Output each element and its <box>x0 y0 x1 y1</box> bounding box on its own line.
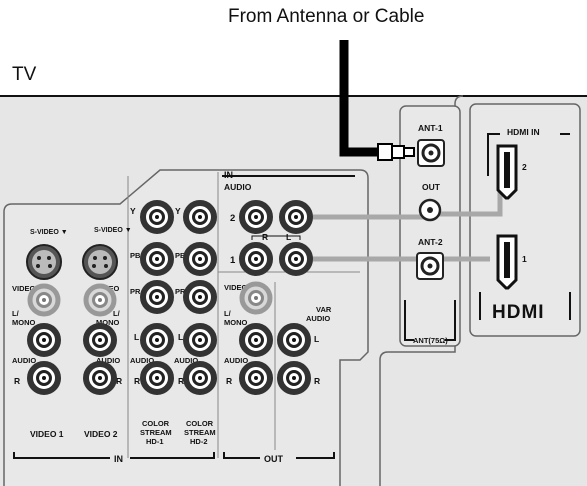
hdmi-logo: HDMI <box>492 302 545 323</box>
hd2-r-rca[interactable] <box>183 361 217 395</box>
out-video-rca[interactable] <box>239 281 273 315</box>
ant-footer-label: ANT(75Ω) <box>413 336 448 345</box>
hd1-r-rca[interactable] <box>140 361 174 395</box>
hd2-pb-rca[interactable] <box>183 242 217 276</box>
ant1-jack[interactable] <box>417 139 445 167</box>
hdmi-logo-bracket <box>479 292 571 320</box>
comp-r-right: R <box>178 376 184 386</box>
in-audio-2l-rca[interactable] <box>279 200 313 234</box>
hd1-y-rca[interactable] <box>140 200 174 234</box>
in-audio-r: R <box>262 232 268 242</box>
audio-label-right: AUDIO <box>96 356 120 365</box>
comp-l-left: L <box>134 332 139 342</box>
in-bottom-bracket <box>13 452 215 459</box>
hdmi-bracket <box>487 133 570 176</box>
comp-pr-right: PR <box>175 287 186 296</box>
hd1-pb-rca[interactable] <box>140 242 174 276</box>
svideo1-jack[interactable] <box>26 244 62 280</box>
hdmi-port-1-label: 1 <box>522 254 527 264</box>
hdmi-port-2-label: 2 <box>522 162 527 172</box>
in-audio-rl-bracket <box>251 235 301 240</box>
in-audio-1r-rca[interactable] <box>239 242 273 276</box>
svideo2-jack[interactable] <box>82 244 118 280</box>
video1-label: VIDEO 1 <box>30 429 64 439</box>
out-audio-label: AUDIO <box>224 356 248 365</box>
hd1-l-rca[interactable] <box>140 323 174 357</box>
var-l-rca[interactable] <box>277 323 311 357</box>
hdmi-port-2[interactable] <box>496 144 518 200</box>
out-video-label: VIDEO <box>224 283 248 292</box>
comp-audio-right: AUDIO <box>174 356 198 365</box>
comp-l-right: L <box>178 332 183 342</box>
out-l-rca[interactable] <box>239 323 273 357</box>
cable-connector-nut <box>391 145 405 159</box>
in-audio-row-2-label: 2 <box>230 213 235 224</box>
in-audio-1l-rca[interactable] <box>279 242 313 276</box>
back-panel-edge <box>379 95 464 486</box>
hd1-pr-rca[interactable] <box>140 280 174 314</box>
cable-connector-tip <box>403 147 415 157</box>
video2-label: VIDEO 2 <box>84 429 118 439</box>
in-audio-title: IN <box>224 170 233 180</box>
audio-r1-rca[interactable] <box>27 361 61 395</box>
lmono-label-left: L/MONO <box>12 309 35 327</box>
ant2-jack[interactable] <box>416 252 444 280</box>
svideo2-label: S-VIDEO ▼ <box>94 227 132 234</box>
var-l-label: L <box>314 334 319 344</box>
comp-pb-right: PB <box>175 251 186 260</box>
in-bottom-label: IN <box>114 454 123 464</box>
r-label-left: R <box>14 376 20 386</box>
lmono-label-right: L/MONO <box>96 309 121 327</box>
antenna-panel <box>399 105 461 347</box>
in-audio-l: L <box>286 232 291 242</box>
in-audio-row-1-label: 1 <box>230 255 236 266</box>
ant-out-jack[interactable] <box>418 198 442 222</box>
hdmi-title: HDMI IN <box>507 127 540 137</box>
var-r-rca[interactable] <box>277 361 311 395</box>
ant1-label: ANT-1 <box>418 123 443 133</box>
diagram-caption-tv: TV <box>12 64 37 85</box>
hdmi-port-1[interactable] <box>496 234 518 290</box>
diagram-caption-antenna: From Antenna or Cable <box>228 6 425 27</box>
lmono2-rca[interactable] <box>83 323 117 357</box>
in-audio-2r-rca[interactable] <box>239 200 273 234</box>
video-label-left: VIDEO <box>12 284 36 293</box>
video2-rca[interactable] <box>83 283 117 317</box>
var-r-label: R <box>314 376 320 386</box>
ant-out-label: OUT <box>422 182 441 192</box>
ant2-label: ANT-2 <box>418 237 443 247</box>
out-bottom-bracket <box>223 452 335 459</box>
in-audio-subtitle: AUDIO <box>224 182 252 192</box>
video1-rca[interactable] <box>27 283 61 317</box>
comp-r-left: R <box>134 376 140 386</box>
r-label-right: R <box>116 376 122 386</box>
out-lmono-label: L/MONO <box>224 309 247 327</box>
audio-r2-rca[interactable] <box>83 361 117 395</box>
lmono1-rca[interactable] <box>27 323 61 357</box>
out-r-rca[interactable] <box>239 361 273 395</box>
out-r-label: R <box>226 376 232 386</box>
ant-footer-bracket <box>404 300 456 341</box>
out-bottom-label: OUT <box>264 454 284 464</box>
cable-connector-sleeve <box>377 143 393 161</box>
antenna-cable <box>339 40 380 157</box>
audio-label-left: AUDIO <box>12 356 36 365</box>
comp-pb-left: PB <box>130 251 141 260</box>
svideo1-label: S-VIDEO ▼ <box>30 229 68 236</box>
hd2-l-rca[interactable] <box>183 323 217 357</box>
comp-audio-left: AUDIO <box>130 356 154 365</box>
hd2-pr-rca[interactable] <box>183 280 217 314</box>
comp-pr-left: PR <box>130 287 141 296</box>
comp-y-right: Y <box>175 206 181 216</box>
rca-jacks <box>27 200 313 395</box>
comp-y-left: Y <box>130 206 136 216</box>
hd2-y-rca[interactable] <box>183 200 217 234</box>
